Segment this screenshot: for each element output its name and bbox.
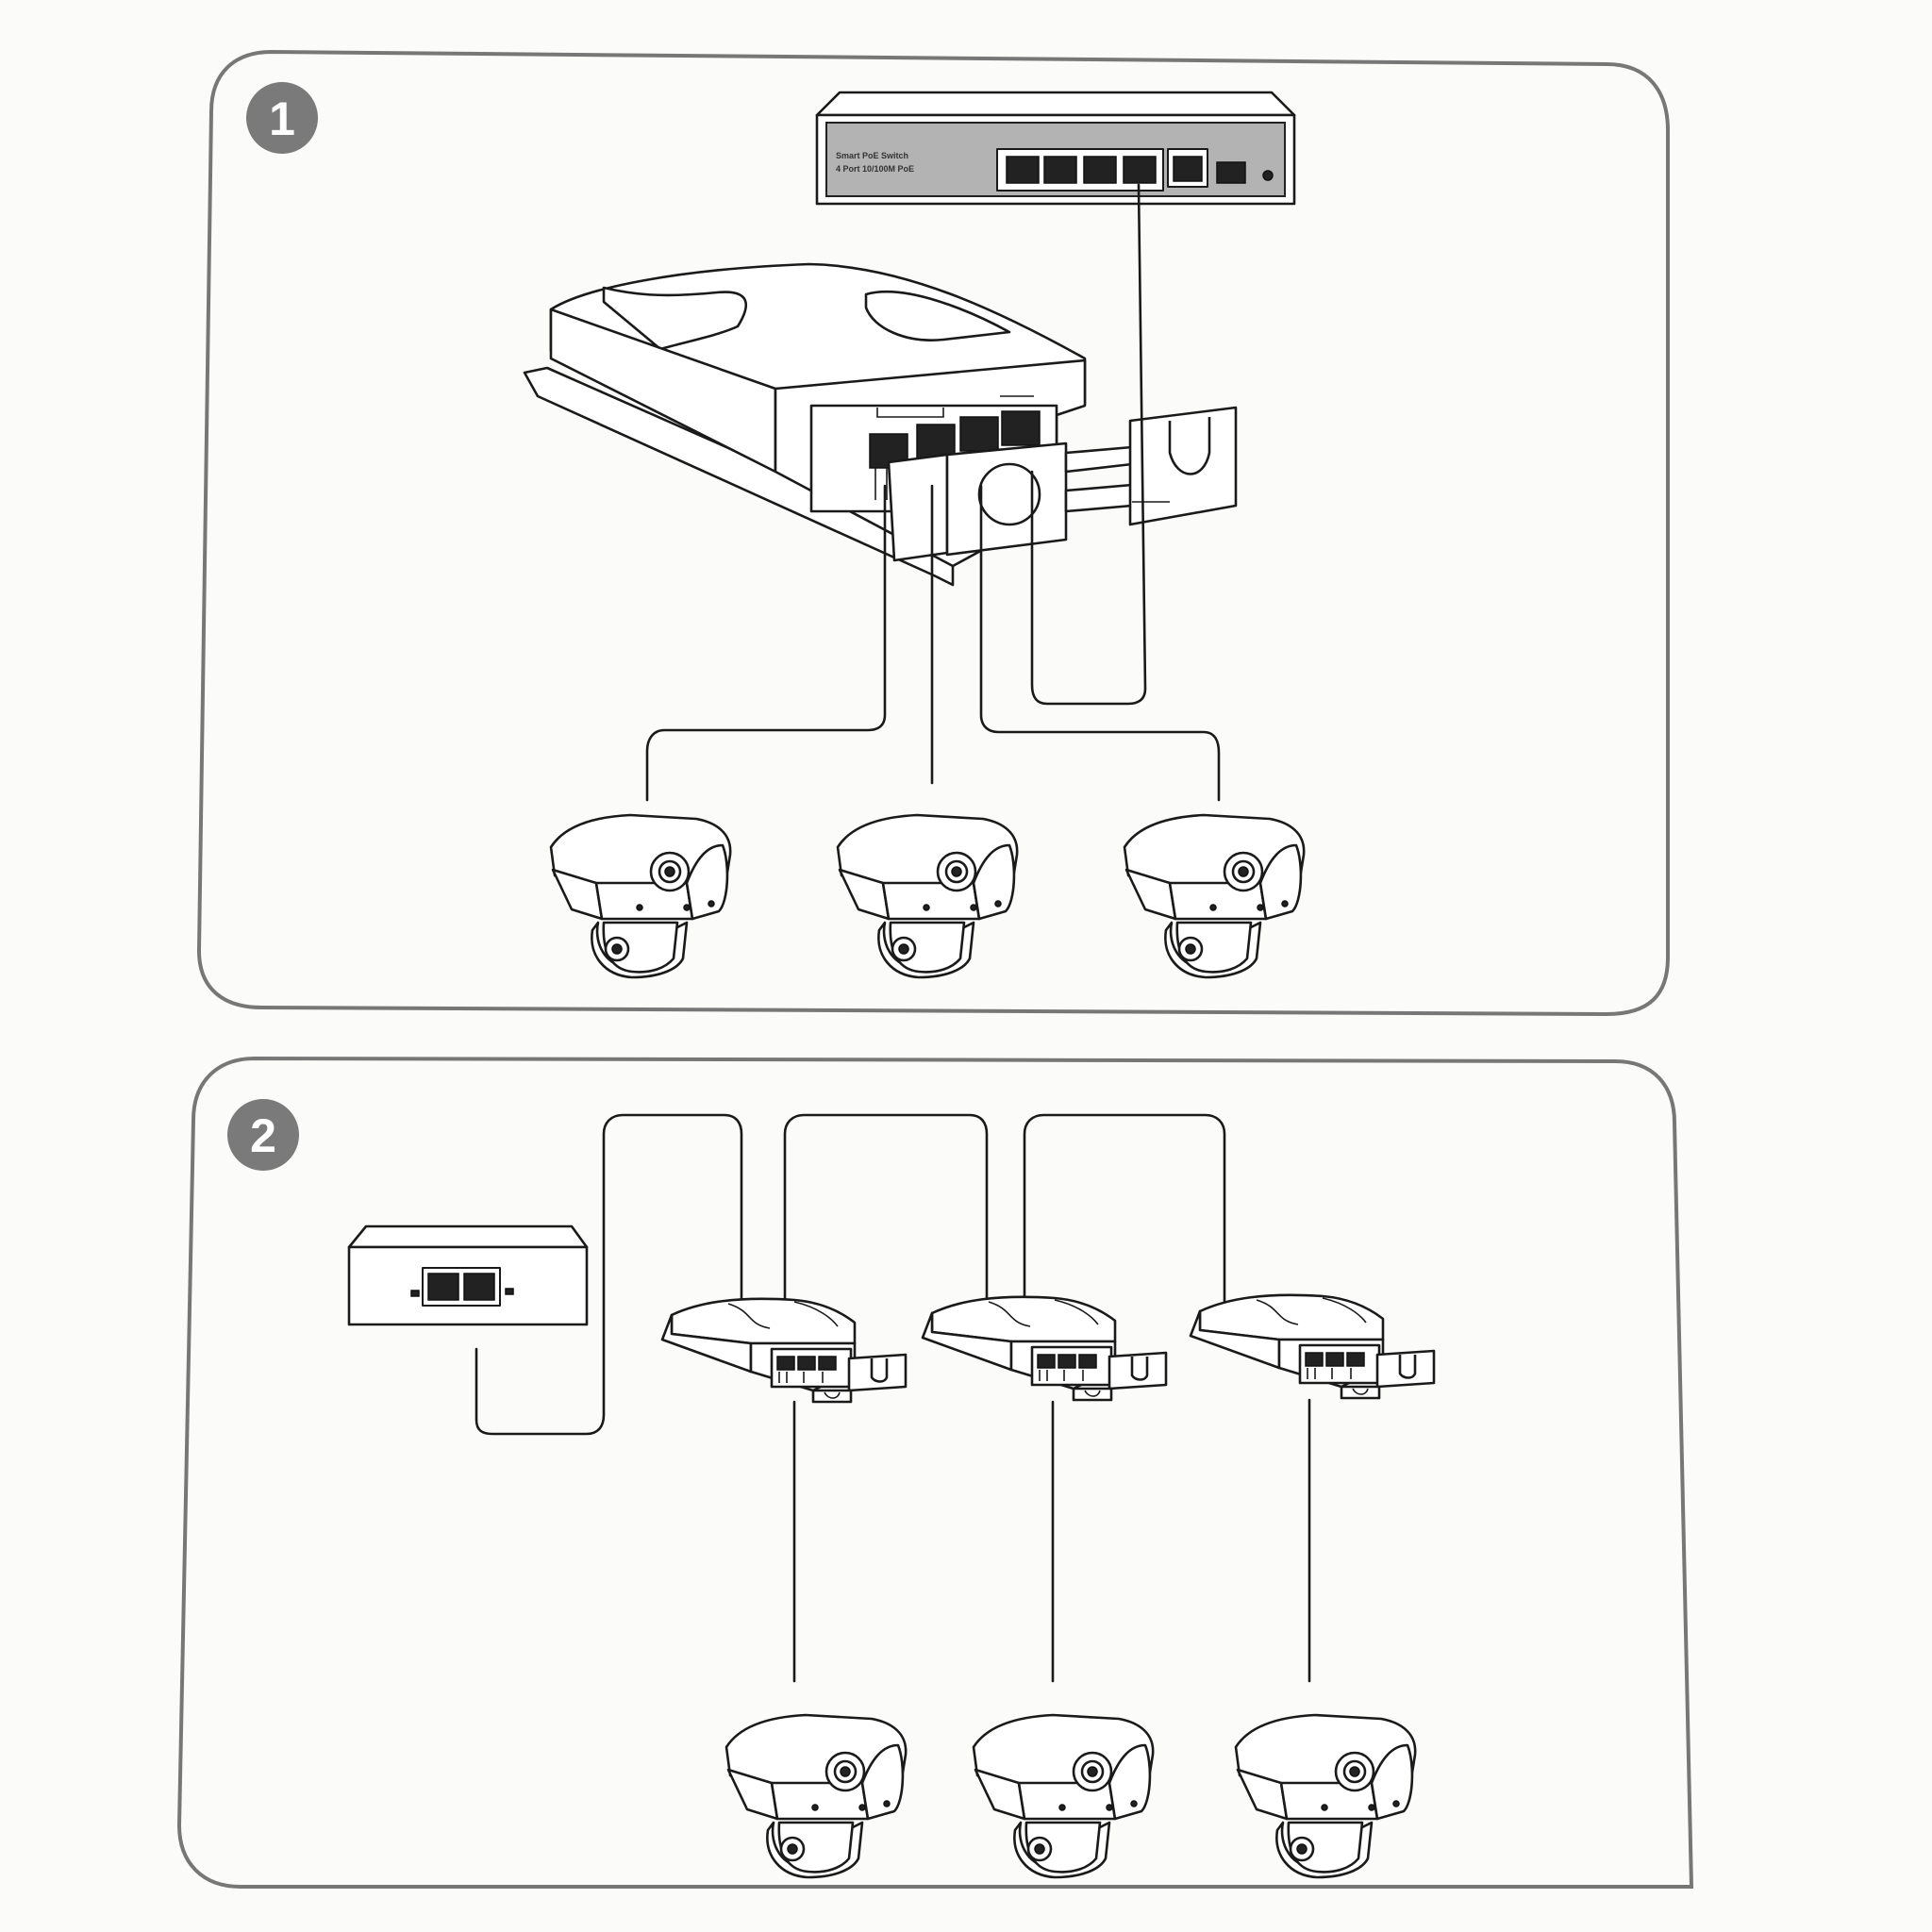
extender-1-to-extender-2-cable [783, 1113, 989, 1304]
step-1-panel [196, 49, 1670, 1017]
step-2-panel [176, 1056, 1694, 1889]
bullet-camera-icon [836, 813, 1019, 979]
step-2-number: 2 [250, 1109, 276, 1162]
poe-switch-icon: Smart PoE Switch 4 Port 10/100M PoE [815, 91, 1296, 206]
bullet-camera-icon [1123, 813, 1306, 979]
step-2-badge: 2 [227, 1099, 299, 1171]
uplink-cable [1030, 183, 1147, 706]
injector-to-extender-1-cable [475, 1113, 743, 1436]
camera-3-cable [979, 484, 1221, 802]
bullet-camera-icon [972, 1713, 1155, 1879]
step-1-number: 1 [269, 92, 295, 145]
switch-label-2: 4 Port 10/100M PoE [836, 164, 914, 174]
step-1-badge: 1 [246, 82, 318, 154]
poe-extender-icon [1189, 1293, 1436, 1400]
poe-injector-icon [347, 1224, 589, 1326]
poe-extender-icon [523, 262, 1238, 587]
poe-extender-icon [921, 1295, 1168, 1402]
extender-2-to-extender-3-cable [1023, 1113, 1226, 1304]
poe-extender-icon [660, 1297, 908, 1404]
bullet-camera-icon [1234, 1713, 1417, 1879]
bullet-camera-icon [549, 813, 732, 979]
camera-1-cable [645, 484, 887, 802]
switch-label-1: Smart PoE Switch [836, 151, 908, 160]
bullet-camera-icon [724, 1713, 908, 1879]
